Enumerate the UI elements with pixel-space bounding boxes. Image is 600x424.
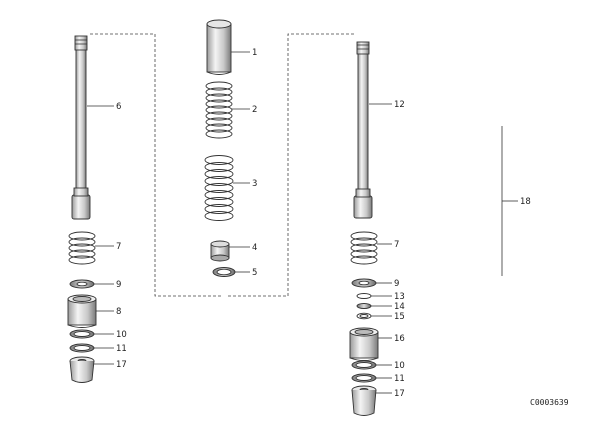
left-spring-7 xyxy=(68,231,96,265)
center-spring-2 xyxy=(205,81,233,139)
callout-left-8: 8 xyxy=(116,307,121,317)
callout-center-5: 5 xyxy=(252,268,257,278)
left-washer-9 xyxy=(69,279,95,289)
callout-right-10: 10 xyxy=(394,361,405,371)
callout-center-1: 1 xyxy=(252,48,257,58)
callout-left-9: 9 xyxy=(116,280,121,290)
right-washer-9 xyxy=(351,278,377,288)
right-bushing-16 xyxy=(349,327,379,361)
center-ring-5 xyxy=(212,267,236,277)
callout-left-6: 6 xyxy=(116,102,121,112)
left-ring-10 xyxy=(69,329,95,339)
right-fork-tube xyxy=(353,41,373,219)
left-fork-tube xyxy=(71,35,91,220)
right-clip-13 xyxy=(356,293,372,299)
right-washer-14 xyxy=(356,303,372,309)
callout-right-16: 16 xyxy=(394,334,405,344)
callout-right-13: 13 xyxy=(394,292,405,302)
drawing-reference-number: C0003639 xyxy=(530,398,569,407)
right-ring-11 xyxy=(351,373,377,383)
callout-center-3: 3 xyxy=(252,179,257,189)
callout-right-14: 14 xyxy=(394,302,405,312)
callout-right-11: 11 xyxy=(394,374,405,384)
callout-right-15: 15 xyxy=(394,312,405,322)
left-bushing-8 xyxy=(67,294,97,328)
assembly-frame-right xyxy=(228,33,355,297)
callout-right-12: 12 xyxy=(394,100,405,110)
right-seal-17 xyxy=(351,385,377,416)
callout-right-7: 7 xyxy=(394,240,399,250)
callout-right-17: 17 xyxy=(394,389,405,399)
right-ring-10 xyxy=(351,360,377,370)
callout-center-4: 4 xyxy=(252,243,257,253)
callout-left-7: 7 xyxy=(116,242,121,252)
callout-left-11: 11 xyxy=(116,344,127,354)
center-cap-1 xyxy=(206,19,232,75)
center-piston-4 xyxy=(210,240,230,262)
callout-left-17: 17 xyxy=(116,360,127,370)
center-spring-3 xyxy=(204,155,234,221)
right-spring-7 xyxy=(350,231,378,265)
assembly-frame-left xyxy=(90,33,222,297)
callout-left-10: 10 xyxy=(116,330,127,340)
left-ring-11 xyxy=(69,343,95,353)
callout-right-9: 9 xyxy=(394,279,399,289)
left-seal-17 xyxy=(69,356,95,383)
callout-bracket-18: 18 xyxy=(520,197,531,207)
callout-center-2: 2 xyxy=(252,105,257,115)
right-ring-15 xyxy=(356,312,372,320)
